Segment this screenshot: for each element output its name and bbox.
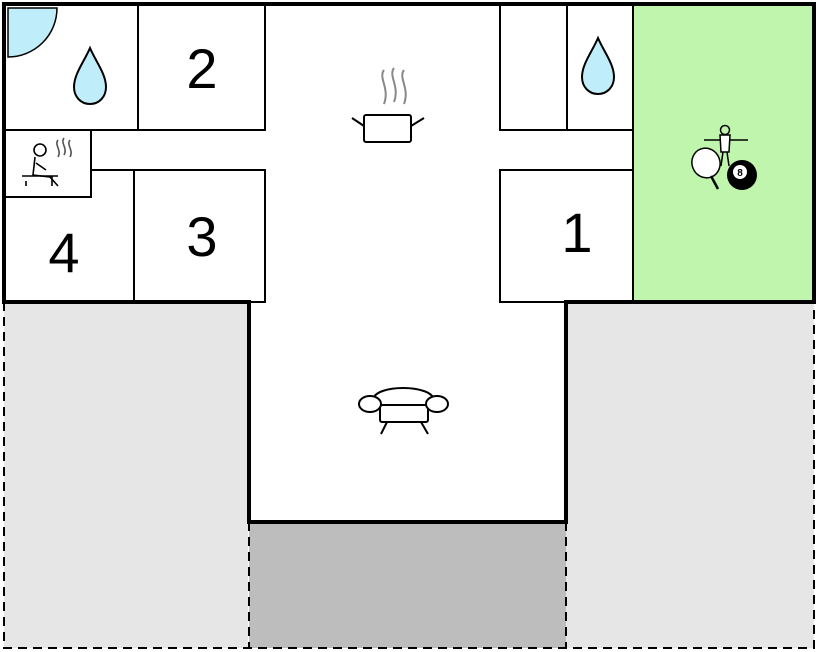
terrace-outline (3, 302, 815, 649)
sauna (3, 129, 92, 198)
utility-room (499, 3, 568, 131)
billiard-ball-number: 8 (737, 168, 743, 179)
room-label-2: 2 (186, 37, 217, 100)
room-label-3: 3 (186, 205, 217, 268)
sofa-icon (358, 387, 449, 435)
water-drop-icon (72, 45, 108, 106)
foosball-icon (704, 124, 748, 167)
billiard-ball-icon: 8 (727, 160, 757, 190)
outer-wall (2, 2, 816, 524)
table-tennis-icon (691, 147, 721, 190)
cooking-pot-icon (351, 67, 425, 143)
sauna-icon (22, 137, 72, 187)
terrace-right (566, 302, 814, 648)
shower-icon (7, 7, 58, 58)
room-label-1: 1 (561, 201, 592, 264)
water-drop-icon (580, 35, 616, 96)
entrance-deck (249, 522, 566, 648)
room-label-4: 4 (48, 221, 79, 284)
terrace-left (4, 302, 248, 648)
